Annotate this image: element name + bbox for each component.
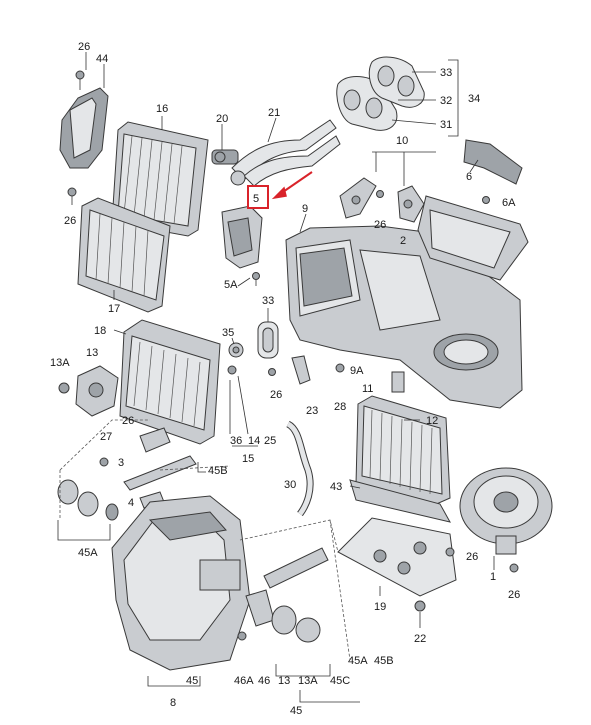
label-46: 46 (258, 675, 270, 687)
part-31-33-gaskets (336, 56, 425, 131)
part-10-flap-levers (339, 177, 425, 223)
label-45A: 45A (78, 547, 98, 559)
part-26-23-fasteners (268, 355, 405, 393)
part-18-heat-exchanger (119, 319, 221, 445)
part-26-screws-right (414, 547, 519, 612)
part-20-clip (211, 149, 239, 165)
label-4: 4 (128, 497, 134, 509)
part-35-sensor (227, 342, 244, 375)
label-32: 32 (440, 95, 452, 107)
label-28: 28 (334, 401, 346, 413)
label-26: 26 (508, 589, 520, 601)
label-2: 2 (400, 235, 406, 247)
label-5A: 5A (224, 279, 238, 291)
label-13A: 13A (298, 675, 318, 687)
part-43-seal-strip (349, 479, 451, 523)
label-27: 27 (100, 431, 112, 443)
label-46A: 46A (234, 675, 254, 687)
part-33-seal-ring (257, 321, 279, 359)
label-11: 11 (362, 383, 373, 395)
label-43: 43 (330, 481, 342, 493)
label-18: 18 (94, 325, 106, 337)
label-13: 13 (278, 675, 290, 687)
part-45C-actuators (237, 547, 329, 643)
part-labels: 26 44 16 20 21 33 32 31 34 10 6 6A 9 26 … (50, 41, 520, 717)
leader-lines (57, 52, 495, 703)
label-19: 19 (374, 601, 386, 613)
label-33: 33 (440, 67, 452, 79)
label-45: 45 (186, 675, 198, 687)
part-1-blower-motor (459, 467, 553, 555)
part-13-actuator (58, 365, 119, 417)
part-45A-flap-motors (57, 479, 119, 521)
label-8: 8 (170, 697, 176, 709)
label-15: 15 (242, 453, 254, 465)
part-26-screw-left (67, 187, 77, 205)
label-5: 5 (253, 193, 259, 205)
label-45B: 45B (208, 465, 228, 477)
label-20: 20 (216, 113, 228, 125)
label-6: 6 (466, 171, 472, 183)
part-8-lower-housing (111, 495, 251, 671)
label-3: 3 (118, 457, 124, 469)
part-6-bracket (463, 139, 523, 185)
part-26-screw-top (75, 70, 85, 90)
label-10: 10 (396, 135, 408, 147)
highlight-part-5: 5 (247, 171, 313, 209)
label-44: 44 (96, 53, 108, 65)
label-22: 22 (414, 633, 426, 645)
label-26: 26 (122, 415, 134, 427)
label-21: 21 (268, 107, 280, 119)
label-45C: 45C (330, 675, 350, 687)
label-30: 30 (284, 479, 296, 491)
part-19-lower-cover (337, 517, 457, 597)
label-45A: 45A (348, 655, 368, 667)
label-1: 1 (490, 571, 496, 583)
label-45: 45 (290, 705, 302, 717)
label-26: 26 (64, 215, 76, 227)
part-21-coolant-pipes (230, 119, 341, 187)
label-23: 23 (306, 405, 318, 417)
part-5-bracket (221, 205, 263, 269)
label-13: 13 (86, 347, 98, 359)
label-34: 34 (468, 93, 480, 105)
label-9A: 9A (350, 365, 364, 377)
label-17: 17 (108, 303, 120, 315)
label-33: 33 (262, 295, 274, 307)
label-36: 36 (230, 435, 242, 447)
part-12-pollen-filter (355, 395, 451, 507)
part-30-drain-hose (285, 420, 314, 517)
part-17-evaporator (77, 197, 171, 313)
label-14: 14 (248, 435, 260, 447)
dashed-group-lines (59, 419, 351, 661)
part-3-link-arm (99, 427, 197, 491)
label-45B: 45B (374, 655, 394, 667)
label-25: 25 (264, 435, 276, 447)
label-16: 16 (156, 103, 168, 115)
label-26: 26 (78, 41, 90, 53)
part-26-screw-5A (252, 272, 260, 286)
part-16-heater-core (111, 121, 209, 237)
label-31: 31 (440, 119, 452, 131)
label-26: 26 (270, 389, 282, 401)
label-26: 26 (374, 219, 386, 231)
label-12: 12 (426, 415, 438, 427)
red-arrow-icon (271, 171, 313, 200)
part-26-screw-10 (376, 190, 490, 204)
label-6A: 6A (502, 197, 516, 209)
label-9: 9 (302, 203, 308, 215)
label-35: 35 (222, 327, 234, 339)
label-13A: 13A (50, 357, 70, 369)
part-44-bracket (59, 87, 109, 169)
part-9-main-housing (285, 195, 529, 409)
label-26: 26 (466, 551, 478, 563)
